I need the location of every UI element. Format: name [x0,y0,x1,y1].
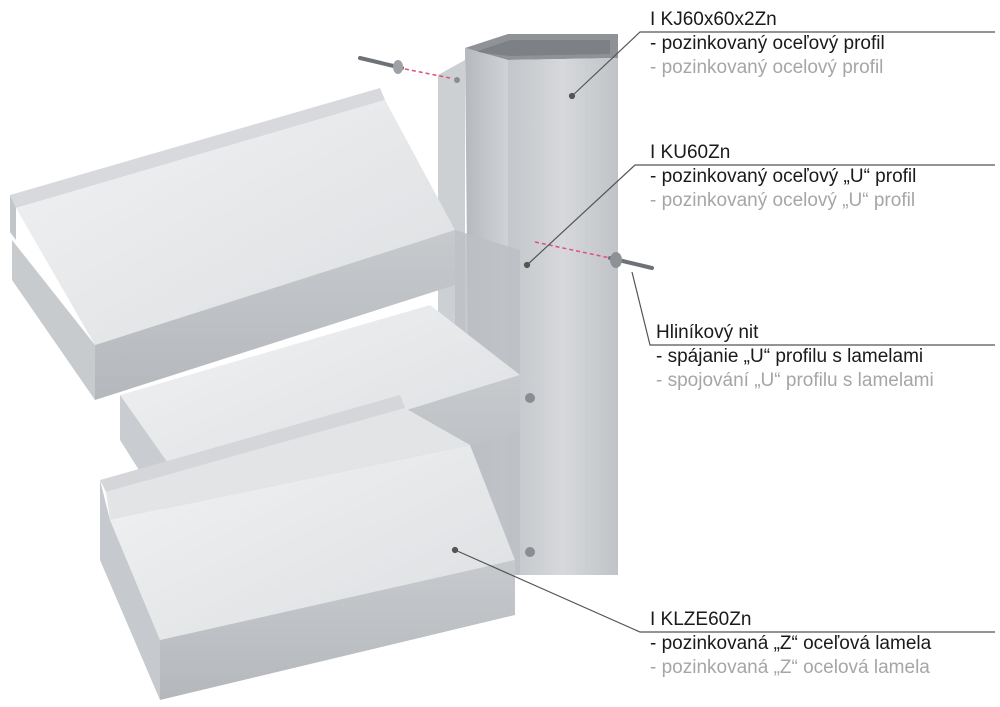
callout-text-cz: - spojování „U“ profilu s lamelami [656,370,934,391]
callout-text-sk: - spájanie „U“ profilu s lamelami [656,346,924,367]
rivet-top-icon [358,56,451,79]
callout-lamella: I KLZE60Zn - pozinkovaná „Z“ oceľová lam… [650,608,931,680]
z-lamella-bottom [100,395,515,700]
callout-code: I KLZE60Zn [650,609,752,630]
leader-u-profile [526,164,995,266]
callout-code: I KJ60x60x2Zn [650,9,777,30]
callout-text-sk: - pozinkovaná „Z“ oceľová lamela [650,633,932,654]
callout-code: I KU60Zn [650,142,731,163]
callout-text-cz: - pozinkovaný ocelový „U“ profil [650,190,916,211]
callout-rivet: Hliníkový nit - spájanie „U“ profilu s l… [656,321,934,393]
z-lamella-top [10,88,455,400]
callout-post: I KJ60x60x2Zn - pozinkovaný oceľový prof… [650,8,885,80]
rivet-head-icon [525,547,535,557]
callout-text-cz: - pozinkovaný ocelový profil [650,57,884,78]
callout-text-sk: - pozinkovaný oceľový „U“ profil [650,166,917,187]
leader-lamella [454,549,995,633]
callout-text-cz: - pozinkovaná „Z“ ocelová lamela [650,657,930,678]
callout-code: Hliníkový nit [656,322,759,343]
leader-post [571,31,995,97]
rivet-head-icon [525,393,535,403]
rivet-side-icon [534,241,654,270]
callout-u-profile: I KU60Zn - pozinkovaný oceľový „U“ profi… [650,141,916,213]
callout-text-sk: - pozinkovaný oceľový profil [650,33,885,54]
leader-rivet [631,271,995,346]
leader-lines [451,31,995,633]
